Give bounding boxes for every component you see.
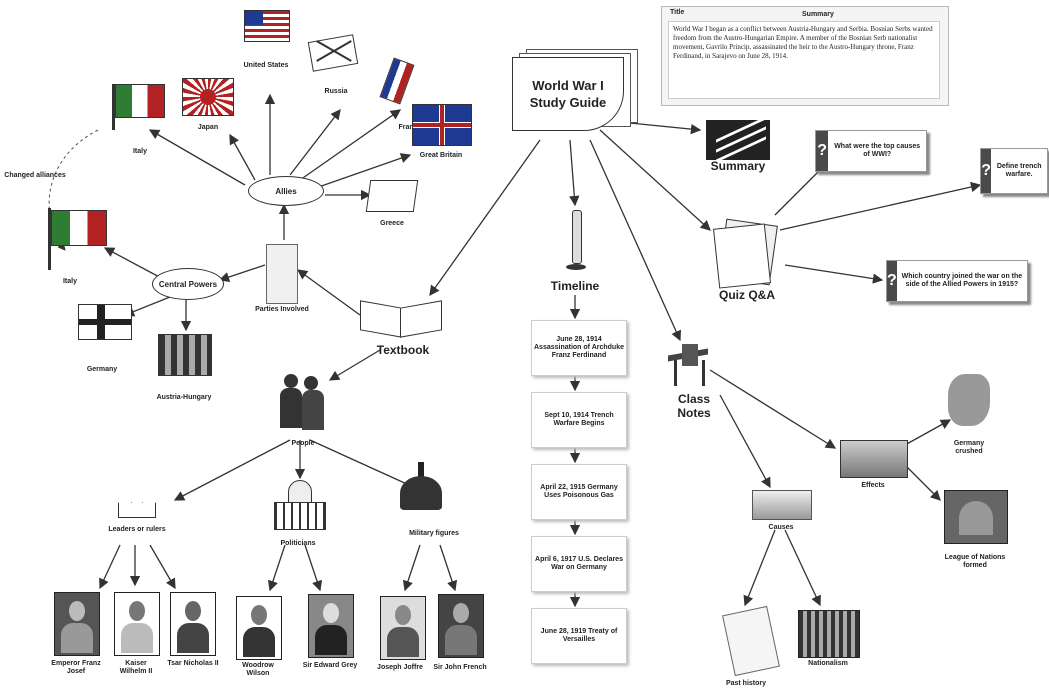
italy-flag-allies-icon (106, 80, 166, 130)
central-powers-node[interactable]: Central Powers (152, 268, 224, 300)
summary-node-label[interactable]: Summary (710, 159, 766, 173)
russia-label: Russia (324, 88, 348, 95)
portrait-image (170, 592, 216, 656)
germany-label: Germany (86, 366, 118, 373)
allies-node[interactable]: Allies (248, 176, 324, 206)
portrait-image (236, 596, 282, 660)
people-label[interactable]: People (291, 440, 315, 447)
leaders-label[interactable]: Leaders or rulers (108, 526, 166, 533)
textbook-node-label[interactable]: Textbook (376, 343, 430, 357)
past-history-label: Past history (725, 680, 767, 687)
timeline-event[interactable]: June 28, 1914 Assassination of Archduke … (531, 320, 627, 376)
portrait-label: Sir Edward Grey (302, 662, 358, 669)
greece-flag-icon (365, 180, 419, 216)
school-desk-icon (668, 344, 714, 388)
summary-panel-header-left: Title (670, 9, 685, 16)
parties-icon (266, 244, 298, 304)
causes-image (752, 490, 812, 520)
parties-involved-label[interactable]: Parties Involved (255, 306, 309, 313)
nationalism-label: Nationalism (808, 660, 848, 667)
portrait-image (114, 592, 160, 656)
question-card[interactable]: ? Define trench warfare. (980, 148, 1048, 194)
league-building-icon (944, 490, 1008, 544)
timeline-node-label[interactable]: Timeline (550, 279, 600, 293)
summary-panel-text: World War I began as a conflict between … (668, 21, 940, 99)
open-book-icon (358, 296, 442, 340)
summary-panel: Title Summary World War I began as a con… (661, 6, 949, 106)
hourglass-icon (566, 210, 586, 272)
question-mark-icon: ? (887, 261, 897, 301)
timeline-event[interactable]: Sept 10, 1914 Trench Warfare Begins (531, 392, 627, 448)
japan-flag-icon (182, 78, 234, 116)
austria-hungary-label: Austria-Hungary (156, 394, 212, 401)
germany-map-icon (948, 374, 990, 426)
russia-flag-icon (307, 28, 359, 72)
nationalism-map-icon (798, 610, 860, 658)
portrait-label: Tsar Nicholas II (167, 660, 219, 667)
people-group-icon (278, 374, 328, 432)
question-mark-icon: ? (816, 131, 829, 171)
root-node[interactable]: World War I Study Guide (512, 49, 642, 139)
changed-alliances-label: Changed alliances (4, 172, 66, 179)
crown-icon (118, 494, 156, 518)
root-title-line2: Study Guide (529, 95, 607, 110)
military-helmet-icon (396, 462, 446, 520)
causes-label[interactable]: Causes (768, 524, 794, 531)
germany-flag-icon (78, 304, 132, 340)
portrait-image (438, 594, 484, 658)
effects-label[interactable]: Effects (861, 482, 885, 489)
summary-panel-header: Summary (802, 11, 834, 18)
austria-hungary-flag-icon (158, 334, 212, 376)
root-title-line1: World War I (532, 78, 604, 93)
great-britain-flag-icon (412, 104, 472, 146)
capitol-building-icon (270, 480, 328, 532)
quiz-node-label[interactable]: Quiz Q&A (719, 288, 775, 302)
portrait-image (380, 596, 426, 660)
germany-crushed-label: Germany crushed (953, 440, 985, 455)
question-card[interactable]: ? Which country joined the war on the si… (886, 260, 1028, 302)
timeline-event[interactable]: April 6, 1917 U.S. Declares War on Germa… (531, 536, 627, 592)
timeline-event[interactable]: June 28, 1919 Treaty of Versailles (531, 608, 627, 664)
us-label: United States (243, 62, 289, 69)
class-notes-node-label[interactable]: Class Notes (677, 392, 711, 420)
portrait-image (308, 594, 354, 658)
portrait-image (54, 592, 100, 656)
portrait-label: Sir John French (433, 664, 487, 671)
effects-image (840, 440, 908, 478)
question-card[interactable]: ? What were the top causes of WWI? (815, 130, 927, 172)
politicians-label[interactable]: Politicians (280, 540, 316, 547)
italy-central-label: Italy (62, 278, 77, 285)
italy-allies-label: Italy (132, 148, 147, 155)
great-britain-label: Great Britain (419, 152, 463, 159)
japan-label: Japan (197, 124, 219, 131)
italy-flag-central-icon (44, 204, 108, 272)
timeline-event[interactable]: April 22, 1915 Germany Uses Poisonous Ga… (531, 464, 627, 520)
question-mark-icon: ? (981, 149, 992, 193)
france-label: France (398, 124, 422, 131)
us-flag-icon (244, 10, 290, 42)
portrait-label: Kaiser Wilhelm II (119, 660, 153, 675)
portrait-label: Joseph Joffre (377, 664, 423, 671)
league-label: League of Nations formed (944, 554, 1006, 569)
summary-image (706, 116, 770, 163)
portrait-label: Woodrow Wilson (242, 662, 274, 677)
portrait-label: Emperor Franz Josef (51, 660, 101, 675)
military-label[interactable]: Military figures (409, 530, 459, 537)
france-flag-icon (379, 57, 415, 116)
quiz-papers-icon (712, 218, 782, 289)
greece-label: Greece (380, 220, 404, 227)
